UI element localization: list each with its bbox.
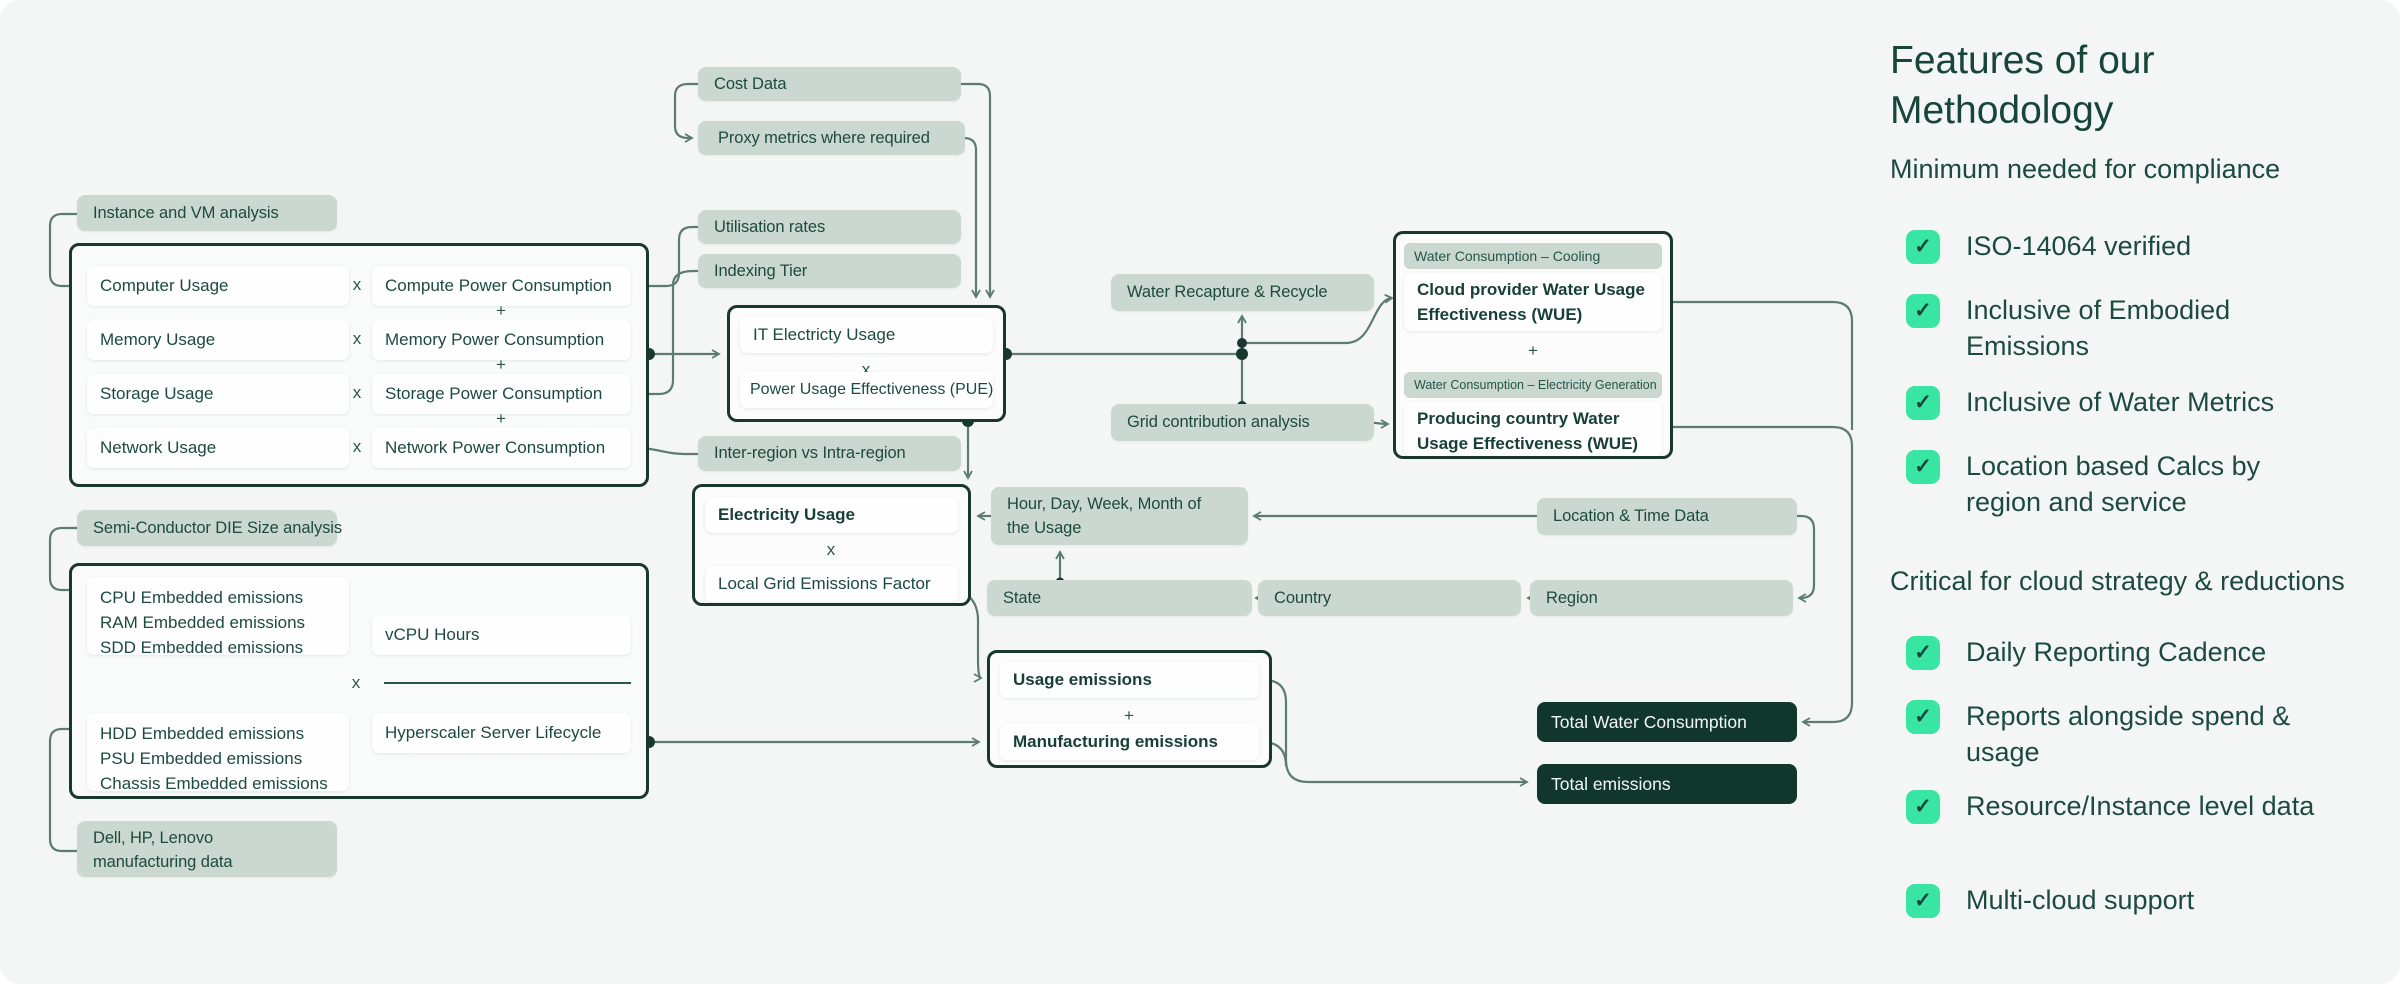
check-icon: ✓ <box>1906 884 1940 918</box>
check-icon: ✓ <box>1906 636 1940 670</box>
panel-subtitle-compliance: Minimum needed for compliance <box>1890 154 2281 184</box>
multiply-op: x <box>351 673 361 692</box>
card-storage-usage: Storage Usage <box>87 374 349 414</box>
tag-inter-region: Inter-region vs Intra-region <box>698 436 961 471</box>
card-network-usage: Network Usage <box>87 428 349 468</box>
feature-label: ISO-14064 verified <box>1966 231 2192 261</box>
multiply-op: x <box>826 540 836 559</box>
tag-semiconductor-die: Semi-Conductor DIE Size analysis <box>77 510 342 546</box>
chip-water-cooling: Water Consumption – Cooling <box>1404 243 1662 269</box>
tag-region: Region <box>1530 580 1793 616</box>
card-usage-emissions: Usage emissions <box>1000 662 1259 698</box>
tag-water-recapture: Water Recapture & Recycle <box>1111 274 1374 311</box>
panel-title: Features of our Methodology <box>1890 39 2155 132</box>
card-network-power: Network Power Consumption <box>372 428 631 468</box>
card-local-grid-factor: Local Grid Emissions Factor <box>705 566 958 602</box>
tag-dell-hp-lenovo: Dell, HP, Lenovo manufacturing data <box>77 821 337 877</box>
check-icon: ✓ <box>1906 790 1940 824</box>
card-hdd-psu-chassis-embedded: HDD Embedded emissions PSU Embedded emis… <box>87 713 349 793</box>
panel-subtitle-critical: Critical for cloud strategy & reductions <box>1890 566 2345 596</box>
chip-water-electricity: Water Consumption – Electricity Generati… <box>1404 372 1662 398</box>
tag-utilisation-rates: Utilisation rates <box>698 210 961 244</box>
feature-label: Daily Reporting Cadence <box>1966 637 2267 667</box>
card-cpu-ram-sdd-embedded: CPU Embedded emissions RAM Embedded emis… <box>87 577 349 657</box>
check-icon: ✓ <box>1906 230 1940 264</box>
feature-label: Location based Calcs by region and servi… <box>1966 451 2261 517</box>
card-pue: Power Usage Effectiveness (PUE) <box>740 372 993 408</box>
tag-indexing-tier: Indexing Tier <box>698 254 961 288</box>
feature-label: Reports alongside spend & usage <box>1966 701 2291 767</box>
check-icon: ✓ <box>1906 294 1940 328</box>
feature-label: Inclusive of Water Metrics <box>1966 387 2275 417</box>
feature-label: Multi-cloud support <box>1966 885 2195 915</box>
tag-cost-data: Cost Data <box>698 67 961 101</box>
card-computer-usage: Computer Usage <box>87 266 349 306</box>
card-producing-country-wue: Producing country Water Usage Effectiven… <box>1404 402 1662 456</box>
multiply-op: x <box>352 329 362 348</box>
card-hyperscaler-lifecycle: Hyperscaler Server Lifecycle <box>372 713 631 753</box>
card-electricity-usage: Electricity Usage <box>705 497 958 533</box>
fraction-line <box>384 682 631 684</box>
tag-instance-vm-analysis: Instance and VM analysis <box>77 195 337 231</box>
card-vcpu-hours: vCPU Hours <box>372 615 631 655</box>
tag-grid-contribution: Grid contribution analysis <box>1111 404 1374 441</box>
card-manufacturing-emissions: Manufacturing emissions <box>1000 724 1259 760</box>
plus-op: + <box>1124 706 1134 725</box>
card-memory-power: Memory Power Consumption <box>372 320 631 360</box>
card-cloud-provider-wue: Cloud provider Water Usage Effectiveness… <box>1404 273 1662 331</box>
features-panel: Features of our Methodology Minimum need… <box>1890 36 2370 956</box>
plus-op: + <box>1528 341 1538 360</box>
tag-location-time-data: Location & Time Data <box>1537 498 1797 535</box>
feature-label: Inclusive of Embodied Emissions <box>1966 295 2231 361</box>
plus-op: + <box>496 355 506 374</box>
card-storage-power: Storage Power Consumption <box>372 374 631 414</box>
tag-proxy-metrics: Proxy metrics where required <box>698 121 965 155</box>
plus-op: + <box>496 301 506 320</box>
tag-state: State <box>987 580 1252 616</box>
check-icon: ✓ <box>1906 450 1940 484</box>
tag-country: Country <box>1258 580 1521 616</box>
multiply-op: x <box>352 383 362 402</box>
feature-label: Resource/Instance level data <box>1966 791 2315 821</box>
multiply-op: x <box>861 360 871 379</box>
card-memory-usage: Memory Usage <box>87 320 349 360</box>
card-it-electricity-usage: IT Electricty Usage <box>740 317 993 353</box>
total-emissions: Total emissions <box>1537 764 1797 804</box>
check-icon: ✓ <box>1906 700 1940 734</box>
multiply-op: x <box>352 275 362 294</box>
tag-hour-day-week: Hour, Day, Week, Month of the Usage <box>991 487 1248 545</box>
check-icon: ✓ <box>1906 386 1940 420</box>
plus-op: + <box>496 409 506 428</box>
multiply-op: x <box>352 437 362 456</box>
card-compute-power: Compute Power Consumption <box>372 266 631 306</box>
total-water-consumption: Total Water Consumption <box>1537 702 1797 742</box>
